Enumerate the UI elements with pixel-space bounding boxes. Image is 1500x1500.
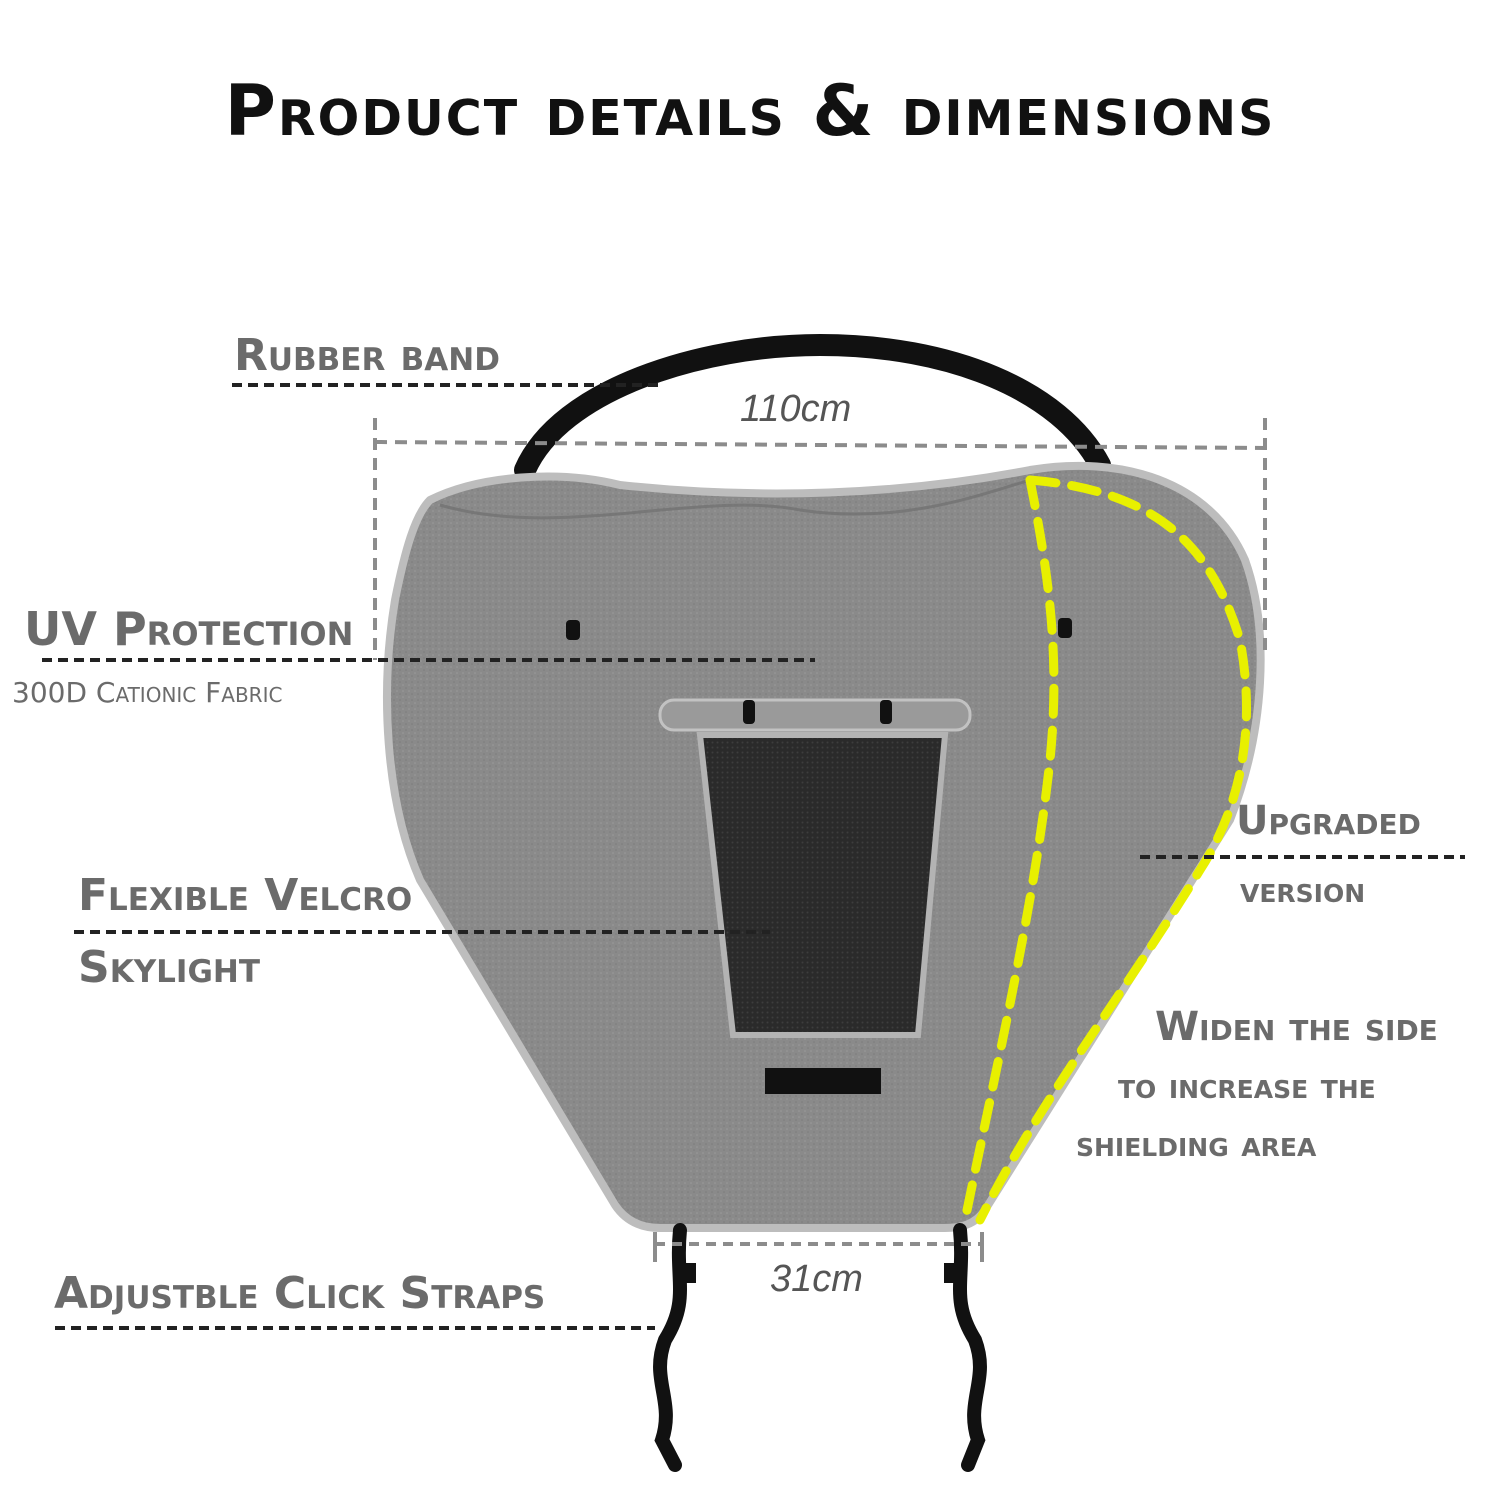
label-straps: Adjustble Click Straps — [54, 1268, 546, 1319]
label-rubber-band: Rubber band — [234, 330, 500, 381]
buckle-left — [680, 1263, 696, 1283]
label-uv-fabric: 300D Cationic Fabric — [12, 676, 283, 709]
skylight-roll — [658, 698, 972, 732]
label-uv-protection: UV Protection — [24, 602, 354, 656]
label-velcro-line1: Flexible Velcro — [78, 870, 413, 921]
mesh-window — [696, 732, 949, 1038]
label-upgraded-line1: Upgraded — [1236, 798, 1421, 844]
strap-right — [953, 1223, 987, 1472]
strap-left — [653, 1223, 687, 1472]
label-widen-line2: to increase the — [1118, 1066, 1376, 1107]
widened-side-outline — [975, 475, 1251, 1225]
label-velcro-line2: Skylight — [78, 942, 260, 993]
velcro-patch — [765, 1068, 881, 1094]
dimension-110cm: 110cm — [740, 388, 852, 430]
dim-110-line — [374, 440, 1266, 450]
toggle-left — [566, 620, 580, 640]
toggle-right — [1058, 618, 1072, 638]
label-widen-line1: Widen the side — [1155, 1004, 1438, 1050]
widened-side-inner — [960, 475, 1059, 1225]
roll-toggle-1 — [743, 700, 755, 724]
dimension-31cm: 31cm — [770, 1258, 863, 1300]
buckle-right — [944, 1263, 960, 1283]
label-widen-line3: shielding area — [1076, 1124, 1317, 1165]
roll-toggle-2 — [880, 700, 892, 724]
gathered-seam — [439, 478, 1031, 520]
rubber-band — [514, 333, 1111, 481]
page-title: Product details & dimensions — [224, 70, 1276, 152]
label-upgraded-line2: version — [1240, 870, 1366, 911]
